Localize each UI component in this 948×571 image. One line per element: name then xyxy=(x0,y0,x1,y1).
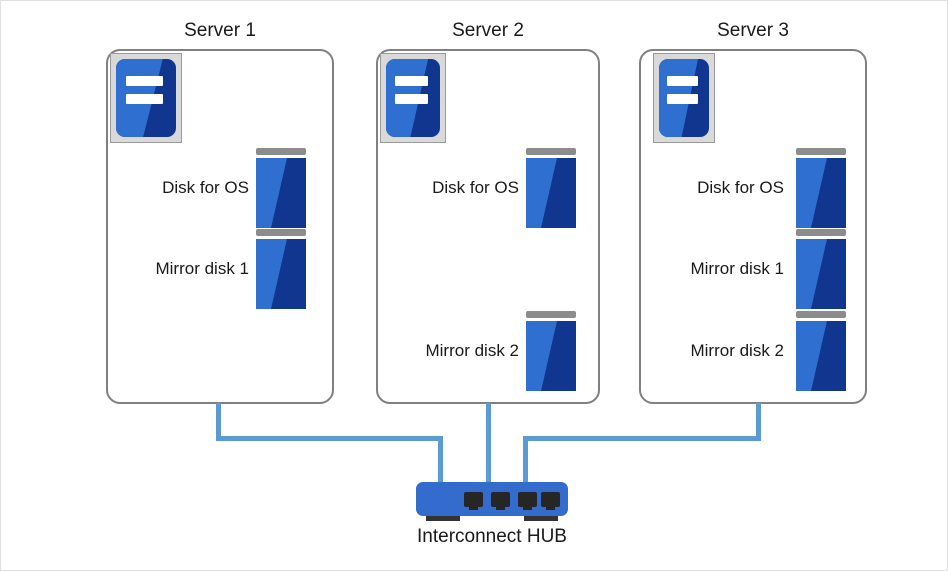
connection-server-1-horizontal xyxy=(216,436,443,441)
server-icon-bar-top xyxy=(667,76,698,87)
server-icon-bar-bottom xyxy=(394,94,429,105)
disk-cap xyxy=(796,229,846,236)
hub-port-3 xyxy=(518,492,537,510)
hub-foot-left xyxy=(426,514,460,521)
network-hub-icon xyxy=(416,482,568,522)
server-icon-body xyxy=(659,59,709,137)
server-computer-icon xyxy=(380,53,446,143)
hub-port-4 xyxy=(541,492,560,510)
server-2-disk-0-label: Disk for OS xyxy=(432,178,519,197)
disk-cap xyxy=(526,148,576,155)
server-3-disk-2-label: Mirror disk 2 xyxy=(690,341,784,360)
server-computer-icon xyxy=(653,53,715,143)
disk-icon xyxy=(256,229,306,309)
hub-label: Interconnect HUB xyxy=(417,526,567,547)
server-3-disk-0-label: Disk for OS xyxy=(697,178,784,197)
server-icon-body xyxy=(116,59,176,137)
disk-icon xyxy=(796,311,846,391)
server-computer-icon xyxy=(110,53,182,143)
disk-body xyxy=(526,158,576,228)
server-1-disk-1-label: Mirror disk 1 xyxy=(155,259,249,278)
disk-body xyxy=(796,158,846,228)
disk-body xyxy=(256,239,306,309)
server-icon-body xyxy=(386,59,440,137)
connection-server-1-vertical-a xyxy=(216,403,221,441)
server-1-title: Server 1 xyxy=(184,20,256,41)
server-icon-bar-bottom xyxy=(125,94,163,105)
disk-cap xyxy=(796,311,846,318)
server-2-title: Server 2 xyxy=(452,20,524,41)
disk-cap xyxy=(526,311,576,318)
hub-foot-right xyxy=(524,514,558,521)
server-icon-bar-bottom xyxy=(667,94,698,105)
connection-server-1-vertical-b xyxy=(438,436,443,484)
disk-icon xyxy=(796,148,846,228)
disk-icon xyxy=(526,311,576,391)
server-3-title: Server 3 xyxy=(717,20,789,41)
disk-body xyxy=(796,321,846,391)
disk-icon xyxy=(796,229,846,309)
server-2-disk-1-label: Mirror disk 2 xyxy=(425,341,519,360)
disk-body xyxy=(526,321,576,391)
hub-body xyxy=(416,482,568,516)
server-3-disk-1-label: Mirror disk 1 xyxy=(690,259,784,278)
server-icon-bar-top xyxy=(394,76,429,87)
connection-server-2-vertical xyxy=(486,403,491,484)
disk-cap xyxy=(256,148,306,155)
hub-port-2 xyxy=(491,492,510,510)
server-1-disk-0-label: Disk for OS xyxy=(162,178,249,197)
connection-server-3-vertical-a xyxy=(756,403,761,441)
server-icon-bar-top xyxy=(125,76,163,87)
disk-body xyxy=(256,158,306,228)
connection-server-3-vertical-b xyxy=(523,436,528,484)
connection-server-3-horizontal xyxy=(523,436,761,441)
disk-body xyxy=(796,239,846,309)
disk-icon xyxy=(256,148,306,228)
disk-cap xyxy=(256,229,306,236)
hub-port-1 xyxy=(464,492,483,510)
disk-icon xyxy=(526,148,576,228)
disk-cap xyxy=(796,148,846,155)
